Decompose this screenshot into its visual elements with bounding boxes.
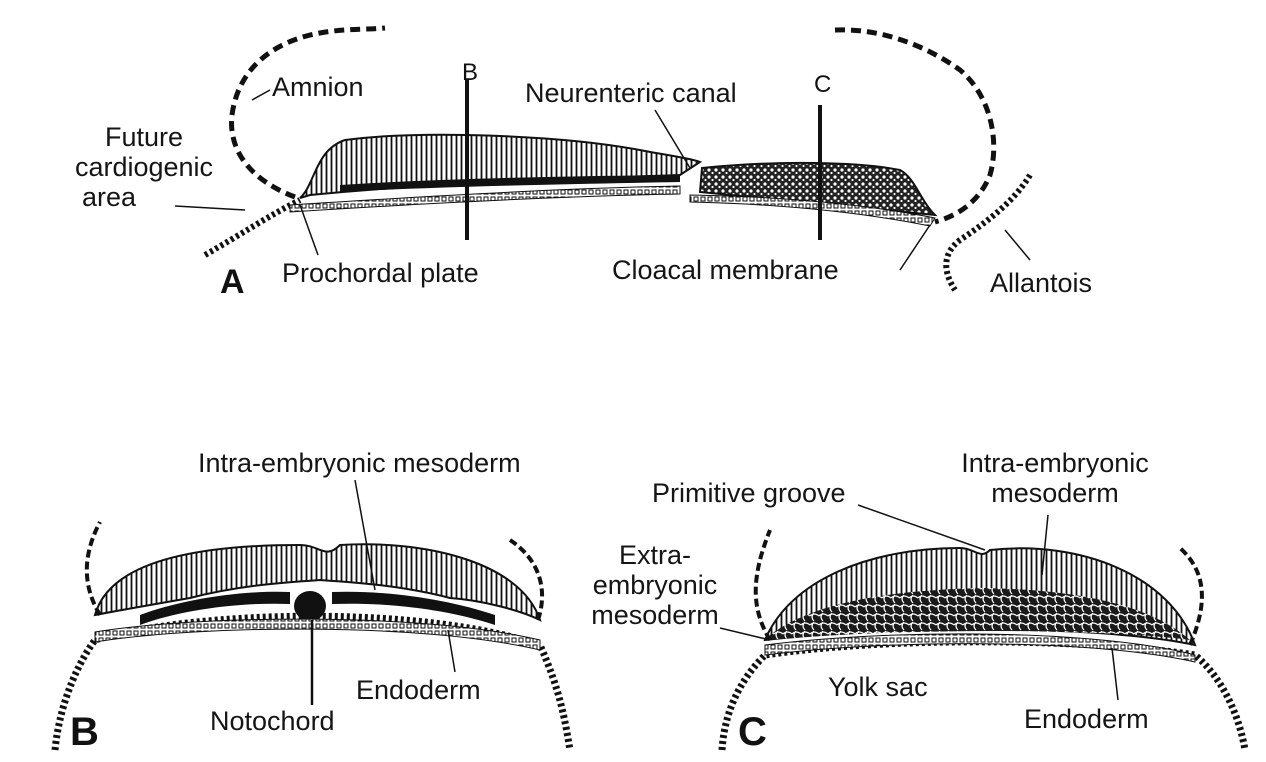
leader-allantois bbox=[1004, 229, 1031, 261]
allantois-stalk bbox=[943, 173, 1033, 292]
label-endoderm-b: Endoderm bbox=[356, 675, 481, 705]
leader-cloacal bbox=[899, 224, 931, 271]
panel-c-letter: C bbox=[738, 710, 767, 754]
endoderm-strip-c bbox=[764, 633, 1196, 663]
leader-intra-mesoderm-c bbox=[1041, 514, 1049, 576]
notochord-shape bbox=[294, 591, 326, 621]
label-neurenteric-canal: Neurenteric canal bbox=[525, 78, 737, 108]
leader-endoderm-b bbox=[447, 629, 456, 673]
leader-endoderm-c bbox=[1111, 647, 1119, 701]
mesoderm-right-wing-b bbox=[332, 591, 495, 625]
label-cardiogenic: cardiogenic bbox=[74, 152, 214, 182]
section-marker-b: B bbox=[462, 59, 479, 86]
leader-prochordal bbox=[299, 204, 319, 256]
label-embryonic: embryonic bbox=[592, 570, 718, 600]
label-cloacal-membrane: Cloacal membrane bbox=[612, 255, 839, 285]
yolk-sac-wall-c bbox=[718, 638, 1249, 751]
label-intra-embryonic-mesoderm-b: Intra-embryonic mesoderm bbox=[198, 448, 521, 478]
embryo-mesoderm-band bbox=[340, 175, 680, 192]
label-notochord: Notochord bbox=[210, 706, 335, 736]
label-allantois: Allantois bbox=[990, 268, 1093, 298]
leader-cardiogenic bbox=[174, 205, 246, 211]
section-marker-c: C bbox=[814, 71, 832, 98]
label-primitive-groove: Primitive groove bbox=[652, 478, 846, 508]
panel-b-letter: B bbox=[70, 710, 99, 754]
amnion-left-c bbox=[753, 529, 772, 642]
ectoderm-arch-b bbox=[93, 543, 542, 622]
leader-amnion bbox=[251, 89, 271, 101]
label-extra-embryonic-mesoderm: Extra- embryonic mesoderm bbox=[575, 540, 735, 630]
panel-a-letter: A bbox=[220, 263, 245, 301]
amnion-right-c bbox=[1178, 546, 1204, 646]
label-mesoderm: mesoderm bbox=[991, 478, 1119, 508]
label-endoderm-c: Endoderm bbox=[1024, 704, 1149, 734]
mesoderm-mass-c bbox=[770, 588, 1190, 640]
label-prochordal-plate: Prochordal plate bbox=[282, 258, 479, 288]
label-future-cardiogenic-area: Future cardiogenic area bbox=[54, 122, 234, 212]
label-area: area bbox=[81, 182, 137, 212]
panel-a-drawing bbox=[174, 25, 1033, 292]
embryo-endoderm-cranial bbox=[289, 185, 681, 213]
label-intra-embryonic-mesoderm-c: Intra-embryonic mesoderm bbox=[920, 448, 1190, 508]
leader-extra-mesoderm bbox=[719, 627, 771, 641]
amnion-left-b bbox=[84, 521, 102, 617]
embryo-caudal-primitive-streak bbox=[698, 161, 938, 217]
amnion-left-membrane bbox=[229, 25, 386, 200]
label-amnion: Amnion bbox=[272, 72, 364, 102]
panel-b-drawing bbox=[51, 479, 574, 751]
endoderm-strip-b bbox=[94, 618, 541, 651]
leader-neurenteric bbox=[654, 109, 691, 169]
label-intra-embryonic: Intra-embryonic bbox=[961, 448, 1149, 478]
amnion-right-membrane bbox=[834, 27, 997, 225]
label-yolk-sac: Yolk sac bbox=[828, 672, 928, 702]
label-future: Future bbox=[104, 122, 184, 152]
mesoderm-left-wing-b bbox=[140, 591, 290, 625]
label-mesoderm-extra: mesoderm bbox=[591, 600, 719, 630]
label-extra: Extra- bbox=[618, 540, 691, 570]
leader-intra-mesoderm-b bbox=[354, 479, 376, 591]
panel-c-drawing bbox=[718, 504, 1249, 751]
leader-primitive-groove bbox=[857, 504, 986, 551]
